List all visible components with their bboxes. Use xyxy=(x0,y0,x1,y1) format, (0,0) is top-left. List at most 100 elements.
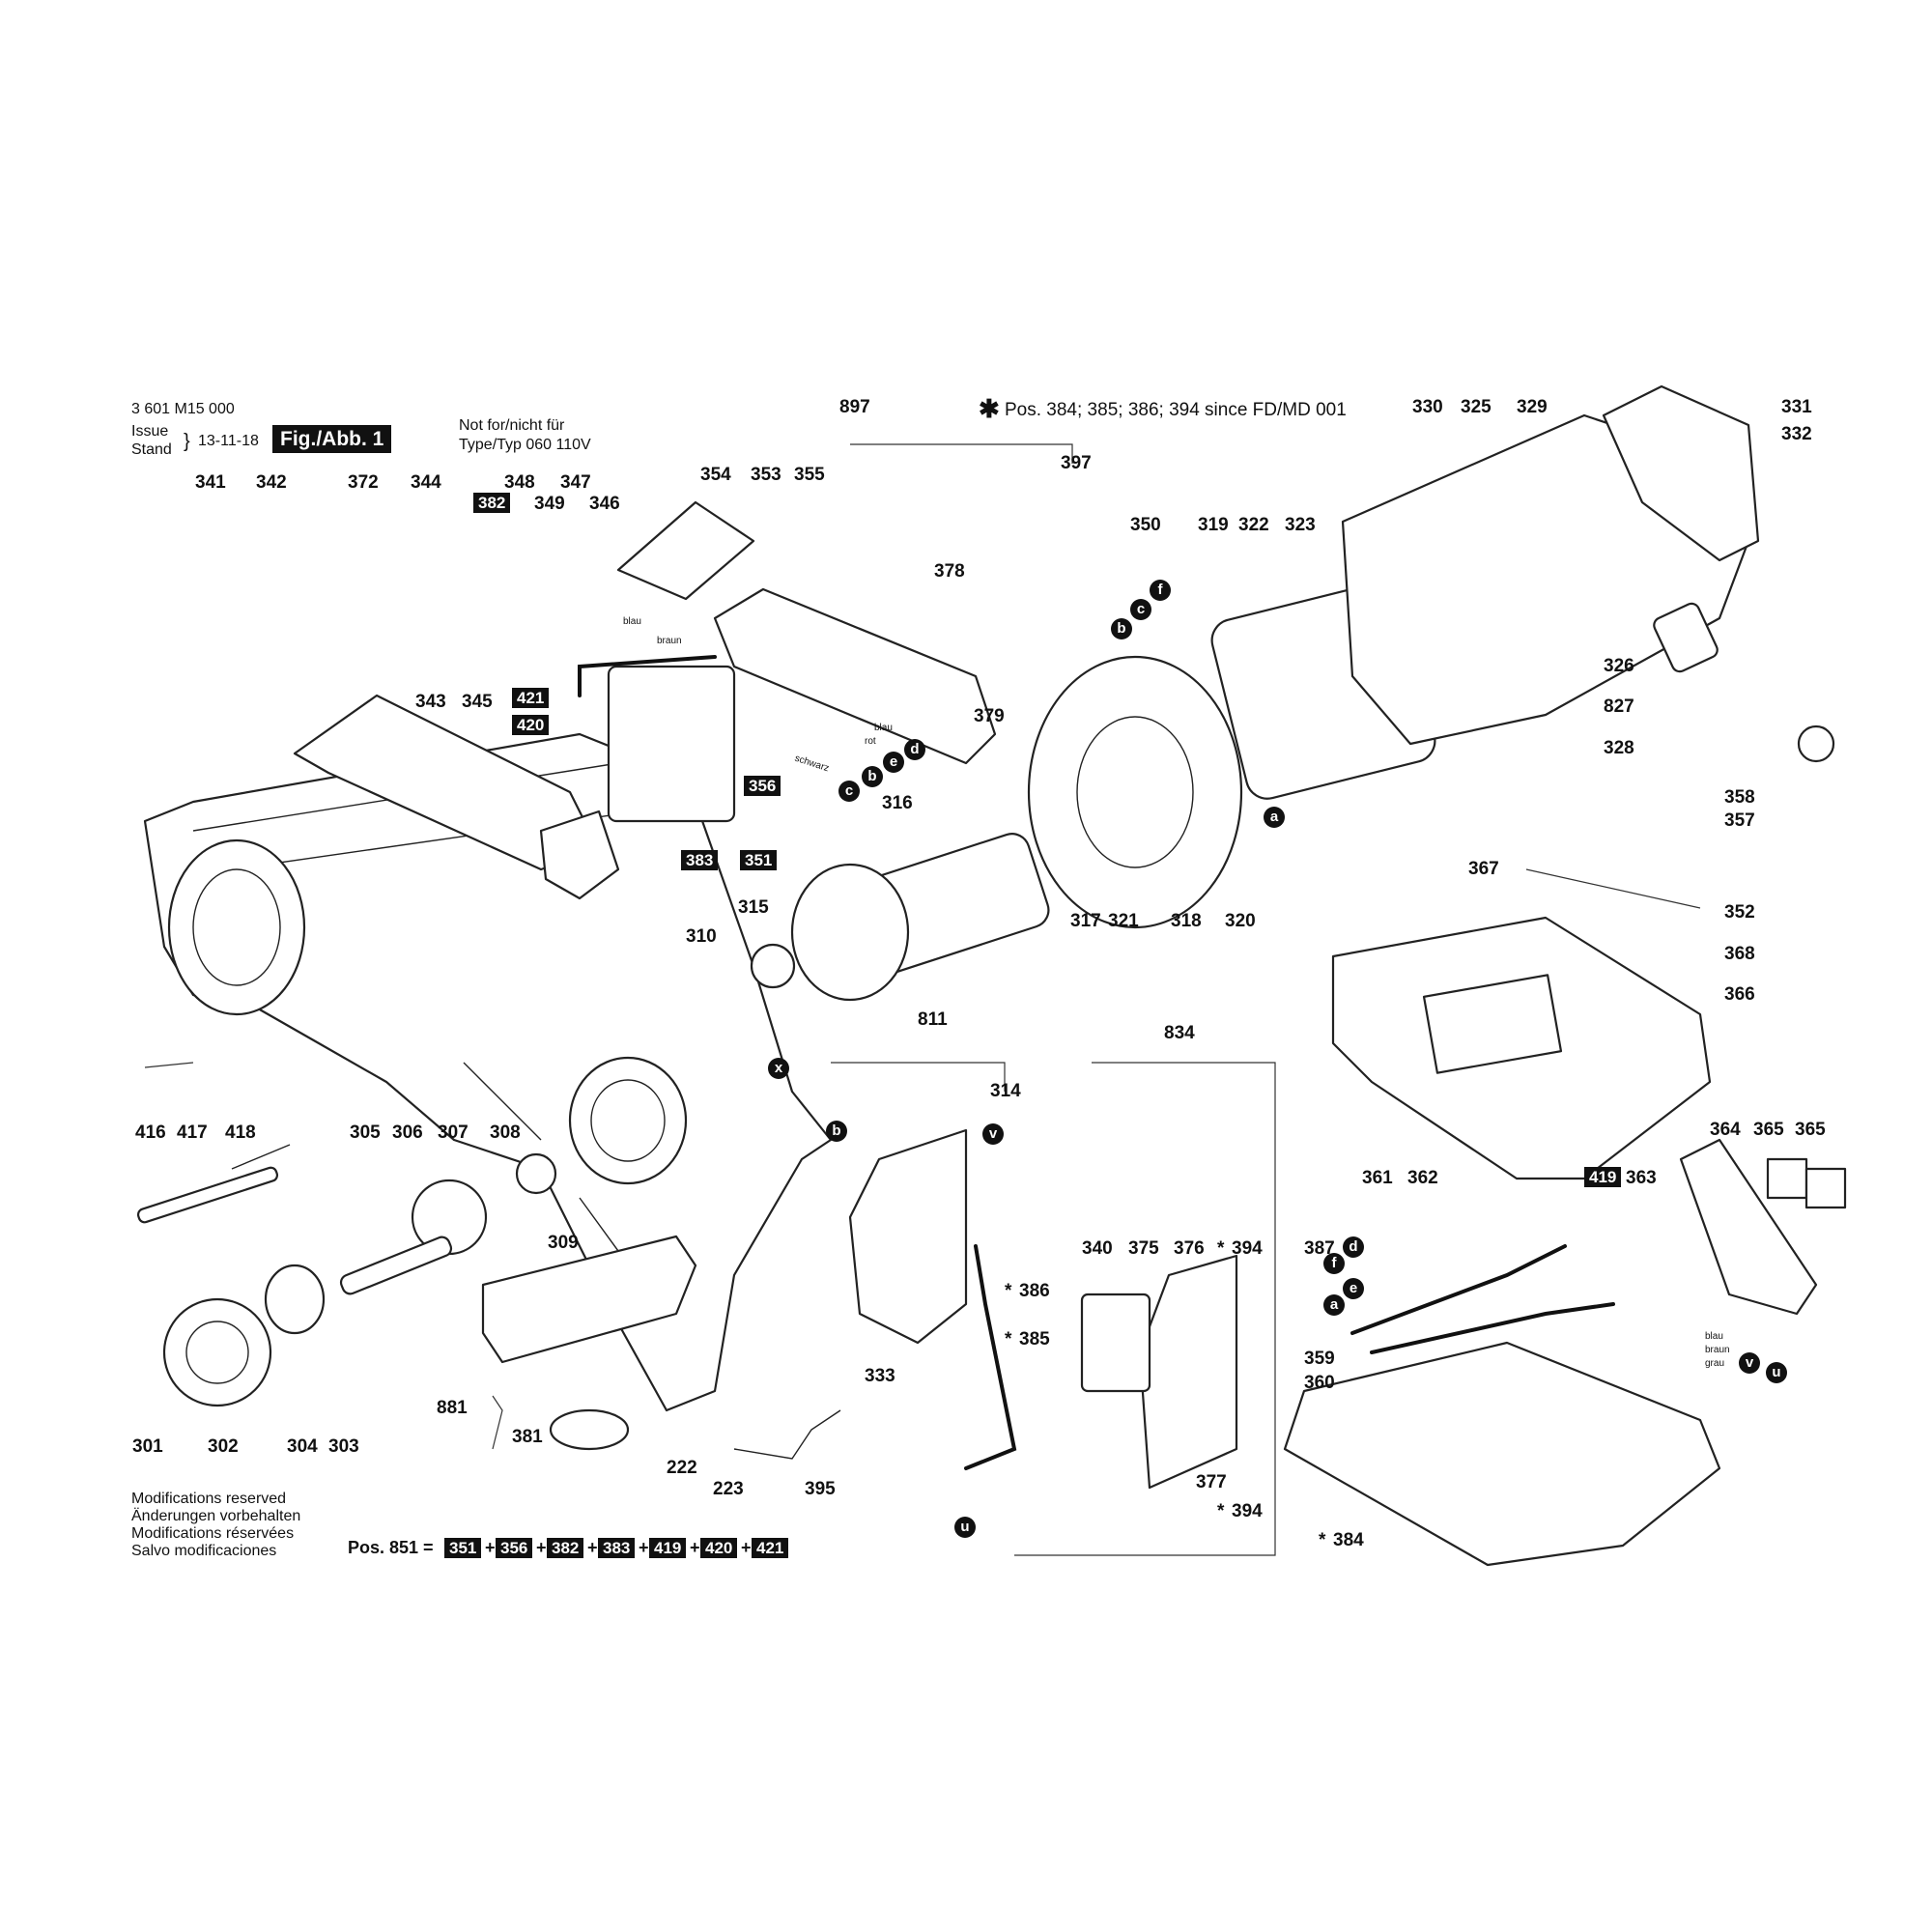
part-label-353: 353 xyxy=(751,465,781,485)
part-label-315: 315 xyxy=(738,897,769,918)
part-label-366: 366 xyxy=(1724,984,1755,1005)
bearing-309 xyxy=(515,1152,557,1195)
part-label-416: 416 xyxy=(135,1122,166,1143)
pos-part-383: 383 xyxy=(598,1538,636,1558)
leader-897 xyxy=(850,443,1073,464)
part-label-379: 379 xyxy=(974,706,1005,726)
connector-a-tray: a xyxy=(1323,1294,1345,1316)
connector-d-board: d xyxy=(904,739,925,760)
part-label-355: 355 xyxy=(794,465,825,485)
stand-label: Stand xyxy=(131,441,172,458)
connector-e-tray: e xyxy=(1343,1278,1364,1299)
circuit-board xyxy=(607,665,736,823)
part-label-317: 317 xyxy=(1070,911,1101,931)
wire-loop-2 xyxy=(964,1244,1017,1470)
part-label-359: 359 xyxy=(1304,1349,1335,1369)
plus-sign: + xyxy=(690,1538,700,1557)
part-label-367: 367 xyxy=(1468,859,1499,879)
part-label-302: 302 xyxy=(208,1436,239,1457)
part-label-394-top: 394 xyxy=(1232,1238,1263,1259)
wire-label-blau-3: blau xyxy=(1705,1331,1723,1342)
part-label-811: 811 xyxy=(918,1009,948,1030)
part-label-358: 358 xyxy=(1724,787,1755,808)
connector-c-board: c xyxy=(838,781,860,802)
part-label-360: 360 xyxy=(1304,1373,1335,1393)
wire-loop-1 xyxy=(578,655,717,697)
not-for-note: Not for/nicht für xyxy=(459,417,565,434)
part-label-307: 307 xyxy=(438,1122,469,1143)
part-label-309: 309 xyxy=(548,1233,579,1253)
connector-f-motor: f xyxy=(1150,580,1171,601)
star-394b: * xyxy=(1217,1501,1225,1521)
pos-851-label: Pos. 851 = xyxy=(348,1538,434,1557)
part-label-375: 375 xyxy=(1128,1238,1159,1259)
modifications-de: Änderungen vorbehalten xyxy=(131,1508,301,1524)
part-label-395: 395 xyxy=(805,1479,836,1499)
part-label-318: 318 xyxy=(1171,911,1202,931)
part-label-328: 328 xyxy=(1604,738,1634,758)
part-box-351: 351 xyxy=(740,850,778,870)
connector-x: x xyxy=(768,1058,789,1079)
foot-381 xyxy=(549,1408,630,1451)
part-label-223: 223 xyxy=(713,1479,744,1499)
star-385: * xyxy=(1005,1329,1012,1350)
part-label-357: 357 xyxy=(1724,810,1755,831)
brush-cap xyxy=(1797,724,1835,763)
leader-881 xyxy=(492,1395,503,1450)
switch-cover xyxy=(1138,1254,1238,1490)
plus-sign: + xyxy=(639,1538,649,1557)
bearing-flange-302 xyxy=(162,1297,272,1407)
part-label-368: 368 xyxy=(1724,944,1755,964)
part-label-881: 881 xyxy=(437,1398,468,1418)
plus-sign: + xyxy=(741,1538,752,1557)
blade-guard-354 xyxy=(616,500,755,601)
type-note: Type/Typ 060 110V xyxy=(459,437,591,453)
pos-part-382: 382 xyxy=(547,1538,584,1558)
part-label-362: 362 xyxy=(1407,1168,1438,1188)
bracket-333 xyxy=(848,1128,968,1345)
star-394a: * xyxy=(1217,1238,1225,1259)
plus-sign: + xyxy=(485,1538,496,1557)
part-box-383: 383 xyxy=(681,850,719,870)
part-label-352: 352 xyxy=(1724,902,1755,923)
part-label-222: 222 xyxy=(667,1458,697,1478)
part-label-332: 332 xyxy=(1781,424,1812,444)
connector-e-board: e xyxy=(883,752,904,773)
part-label-378: 378 xyxy=(934,561,965,582)
part-label-365-b: 365 xyxy=(1795,1120,1826,1140)
part-label-305: 305 xyxy=(350,1122,381,1143)
connector-c-motor: c xyxy=(1130,599,1151,620)
part-label-319: 319 xyxy=(1198,515,1229,535)
connector-v-tray: v xyxy=(1739,1352,1760,1374)
connector-b-board: b xyxy=(862,766,883,787)
spring-418 xyxy=(231,1144,291,1170)
bearing-315 xyxy=(750,943,796,989)
part-label-345: 345 xyxy=(462,692,493,712)
rest-881 xyxy=(481,1235,697,1364)
figure-label: Fig./Abb. 1 xyxy=(272,425,392,453)
bottom-tray xyxy=(1283,1341,1721,1567)
issue-date: 13-11-18 xyxy=(198,433,259,449)
part-label-341: 341 xyxy=(195,472,226,493)
part-label-361: 361 xyxy=(1362,1168,1393,1188)
end-cap-331 xyxy=(1602,384,1760,562)
part-label-326: 326 xyxy=(1604,656,1634,676)
part-label-323: 323 xyxy=(1285,515,1316,535)
part-label-381: 381 xyxy=(512,1427,543,1447)
part-label-834: 834 xyxy=(1164,1023,1195,1043)
issue-label: Issue xyxy=(131,423,169,440)
part-label-376: 376 xyxy=(1174,1238,1205,1259)
part-label-387: 387 xyxy=(1304,1238,1335,1259)
part-label-418: 418 xyxy=(225,1122,256,1143)
part-box-420: 420 xyxy=(512,715,550,735)
part-label-386: 386 xyxy=(1019,1281,1050,1301)
shaft-305 xyxy=(339,1236,453,1295)
spindle-416 xyxy=(136,1166,279,1224)
armature-fan xyxy=(790,863,910,1002)
part-label-343: 343 xyxy=(415,692,446,712)
connector-b-housing: b xyxy=(826,1121,847,1142)
leader-834 xyxy=(1014,1062,1276,1556)
part-label-304: 304 xyxy=(287,1436,318,1457)
part-label-306: 306 xyxy=(392,1122,423,1143)
terminal-365b xyxy=(1804,1167,1847,1209)
